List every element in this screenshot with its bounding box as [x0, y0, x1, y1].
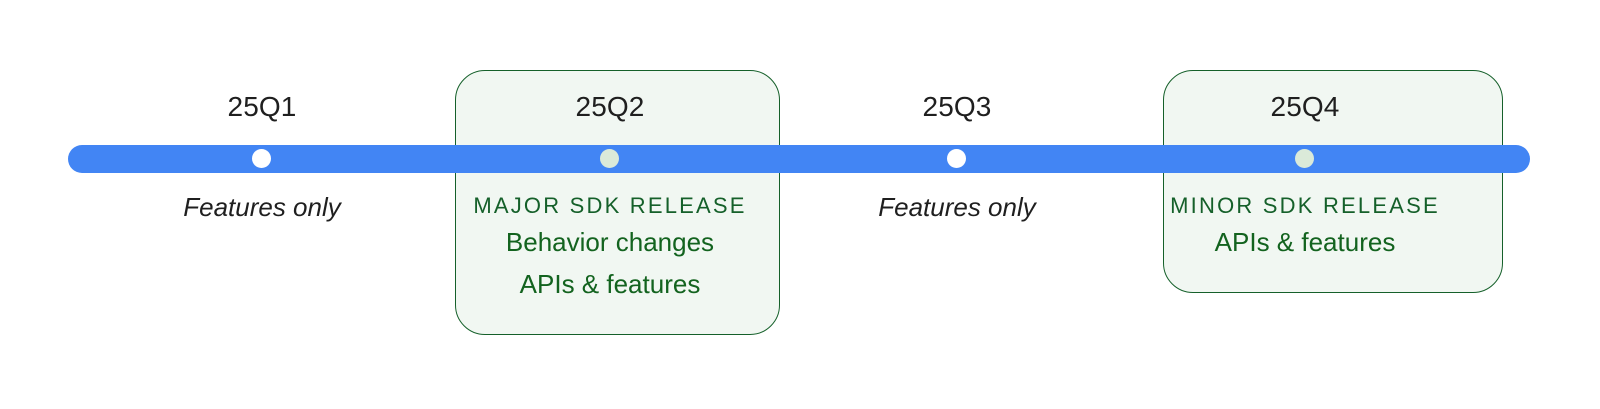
quarter-note-25q3: Features only: [878, 192, 1036, 222]
quarter-highlight-card-25q4: [1163, 70, 1503, 293]
timeline-column-25q3: 25Q3 Features only: [807, 0, 1107, 409]
quarter-label-25q3: 25Q3: [922, 91, 992, 122]
release-details-25q4: MINOR SDK RELEASE APIs & features: [1155, 191, 1455, 263]
release-line-25q4-1: APIs & features: [1214, 227, 1396, 257]
timeline-dot-25q4: [1295, 149, 1314, 168]
timeline-column-25q4: 25Q4 MINOR SDK RELEASE APIs & features: [1155, 0, 1455, 409]
quarter-label-25q2: 25Q2: [575, 91, 645, 122]
timeline-column-25q2: 25Q2 MAJOR SDK RELEASE Behavior changes …: [460, 0, 760, 409]
timeline-dot-25q2: [600, 149, 619, 168]
release-kicker-25q2: MAJOR SDK RELEASE: [473, 193, 747, 218]
timeline-rail: [68, 145, 1530, 173]
quarter-label-25q1: 25Q1: [227, 91, 297, 122]
release-line-25q2-2: APIs & features: [519, 269, 701, 299]
release-details-25q2: MAJOR SDK RELEASE Behavior changes APIs …: [460, 191, 760, 305]
release-kicker-25q4: MINOR SDK RELEASE: [1170, 193, 1440, 218]
timeline-column-25q1: 25Q1 Features only: [112, 0, 412, 409]
quarter-highlight-card-25q2: [455, 70, 780, 335]
quarter-label-25q4: 25Q4: [1270, 91, 1340, 122]
timeline-dot-25q3: [947, 149, 966, 168]
release-line-25q2-1: Behavior changes: [505, 227, 715, 257]
timeline-dot-25q1: [252, 149, 271, 168]
quarter-note-25q1: Features only: [183, 192, 341, 222]
